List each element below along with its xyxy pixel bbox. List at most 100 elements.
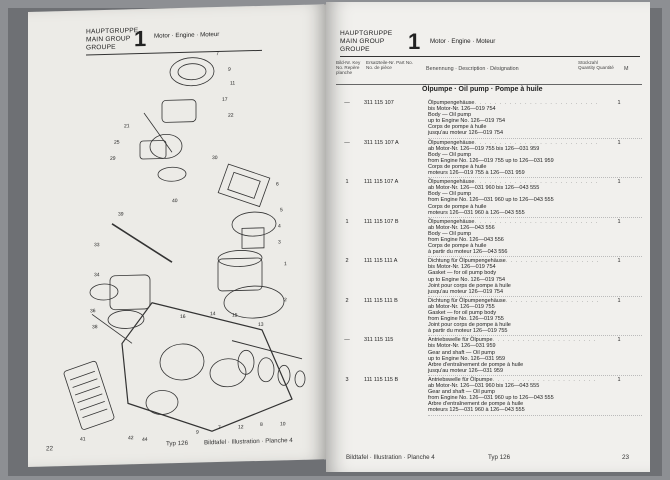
entry-description-line: up to Engine No. 126—019 754 <box>428 276 506 283</box>
part-cover-ring <box>169 57 215 87</box>
entry-part-number: 111 115 115 B <box>364 376 399 383</box>
entry-description-line: Corps de pompe à huile <box>428 243 487 250</box>
entry-separator <box>428 177 642 179</box>
entry-description: Antriebswelle für Ölpumpe. . . . . . . .… <box>428 337 598 374</box>
entry-illustration-number: 1 <box>345 179 349 186</box>
entry-description: Dichtung für Ölpumpengehäuse. . . . . . … <box>428 298 598 335</box>
entry-description-line: Antriebswelle für Ölpumpe <box>428 337 493 344</box>
entry-description-line: Gasket — for oil pump body <box>428 310 497 316</box>
part-flange <box>107 310 145 329</box>
entry-illustration-number: 2 <box>345 258 349 265</box>
right-footer-caption: Bildtafel · Illustration · Planche 4 <box>346 454 435 461</box>
entry-separator <box>428 137 642 139</box>
callout: 41 <box>80 436 86 442</box>
callout: 14 <box>210 311 216 317</box>
leader-dots: . . . . . . . . . . . . . . . . . . . . … <box>474 139 598 146</box>
col-description: Benennung · Description · Désignation <box>426 66 519 72</box>
entry-description-line: ab Motor-Nr. 126—031 960 bis 126—043 555 <box>428 383 540 390</box>
entry-description-line: Joint pour corps de pompe à huile <box>428 322 511 329</box>
right-footer-type: Typ 126 <box>488 454 511 461</box>
entry-description-line: Body — Oil pump <box>428 151 472 158</box>
entry-description-line: Corps de pompe à huile <box>428 124 487 131</box>
left-group-title: Motor · Engine · Moteur <box>154 30 220 40</box>
part-pump-gasket <box>223 285 285 319</box>
part-cover-plate-inner <box>227 171 261 199</box>
entry-description-line: bis Motor-Nr. 126—019 754 <box>428 106 496 113</box>
col-part-number: Ersatzteile-Nr. Part No. No. de pièce <box>366 60 413 71</box>
entry-description-line: ab Motor-Nr. 126—031 960 bis 126—043 555 <box>428 185 540 192</box>
part-washer <box>277 364 291 386</box>
callout: 3 <box>278 239 281 245</box>
right-page-number: 23 <box>622 454 630 461</box>
callout: 29 <box>110 156 116 162</box>
entry-description-line: Gear and shaft — Oil pump <box>428 349 495 356</box>
entry-description: Antriebswelle für Ölpumpe. . . . . . . .… <box>428 377 598 414</box>
col-quantity: Stückzahl Quantity Quantité <box>578 60 614 71</box>
entry-quantity: 1 <box>617 179 621 186</box>
part-crankcase <box>121 302 293 432</box>
entry-part-number: 311 115 107 <box>364 100 394 106</box>
part-shaft <box>143 112 173 153</box>
callout: 8 <box>260 422 263 428</box>
entry-illustration-number: — <box>344 100 350 106</box>
callout: 11 <box>230 81 235 87</box>
part-housing <box>149 133 183 159</box>
entry-description-line: Corps de pompe à huile <box>428 163 487 170</box>
entry-description: Ölpumpengehäuse. . . . . . . . . . . . .… <box>428 140 598 177</box>
callout: 6 <box>276 181 279 187</box>
leader-dots: . . . . . . . . . . . . . . . . . . . . … <box>474 100 598 106</box>
callout: 10 <box>280 421 286 427</box>
callout: 36 <box>90 308 96 314</box>
entry-description-line: up to Engine No. 126—031 959 <box>428 355 506 362</box>
callout: 34 <box>94 272 100 278</box>
right-group-title: Motor · Engine · Moteur <box>430 38 496 45</box>
callout: 15 <box>232 313 238 319</box>
right-group-number: 1 <box>408 29 421 54</box>
entry-description-line: Body — Oil pump <box>428 230 472 237</box>
entry-quantity: 1 <box>617 100 621 106</box>
part-oil-pump-top <box>217 250 263 267</box>
entry-description-line: à partir du moteur 126—043 556 <box>428 249 508 256</box>
entry-description: Ölpumpengehäuse. . . . . . . . . . . . .… <box>428 219 598 256</box>
entry-description-line: Corps de pompe à huile <box>428 203 487 210</box>
entry-description-line: Ölpumpengehäuse <box>428 100 475 106</box>
header-rule <box>340 56 640 57</box>
callout: 9 <box>196 430 199 436</box>
left-footer-type: Typ 126 <box>166 439 189 448</box>
leader-dots: . . . . . . . . . . . . . . . . . . . . … <box>492 337 598 344</box>
entry-description-line: à partir du moteur 126—019 755 <box>428 328 508 335</box>
entry-description-line: bis Motor-Nr. 126—031 959 <box>428 343 496 350</box>
entry-description-line: ab Motor-Nr. 126—043 556 <box>428 224 495 231</box>
entry-separator <box>428 335 642 337</box>
entry-description-line: from Engine No. 126—043 556 <box>428 236 504 243</box>
part-fuel-pump <box>109 274 151 311</box>
entry-description-line: jusqu'au moteur 126—019 754 <box>428 288 504 295</box>
right-group-label: HAUPTGRUPPE MAIN GROUP GROUPE <box>340 30 392 54</box>
entry-description-line: Antriebswelle für Ölpumpe <box>428 376 493 383</box>
exploded-engine-diagram: 7 9 11 17 22 21 25 29 30 6 5 4 3 1 2 39 … <box>63 51 306 443</box>
entry-part-number: 111 115 107 A <box>364 179 399 186</box>
part-bearing <box>145 390 179 415</box>
callout: 13 <box>258 322 264 328</box>
callout: 17 <box>222 97 228 103</box>
part-oil-filter <box>63 360 115 430</box>
col-m: M <box>624 66 629 72</box>
callout: 39 <box>118 211 124 217</box>
callout: 25 <box>114 140 120 146</box>
leader-dots: . . . . . . . . . . . . . . . . . . . . … <box>474 218 598 225</box>
callout: 30 <box>212 155 218 161</box>
entry-part-number: 111 115 111 B <box>364 297 398 304</box>
entry-separator <box>428 295 642 297</box>
entry-description-line: Body — Oil pump <box>428 191 472 198</box>
entry-description-line: Ölpumpengehäuse <box>428 139 475 146</box>
section-title: Ölpumpe · Oil pump · Pompe à huile <box>422 86 543 93</box>
callout: 5 <box>280 207 283 213</box>
part-gasket <box>231 211 277 237</box>
entry-illustration-number: — <box>344 337 350 344</box>
part-bracket <box>161 99 197 123</box>
part-bolt <box>231 340 303 360</box>
entry-description-line: moteurs 126—031 960 à 126—043 555 <box>428 209 525 216</box>
